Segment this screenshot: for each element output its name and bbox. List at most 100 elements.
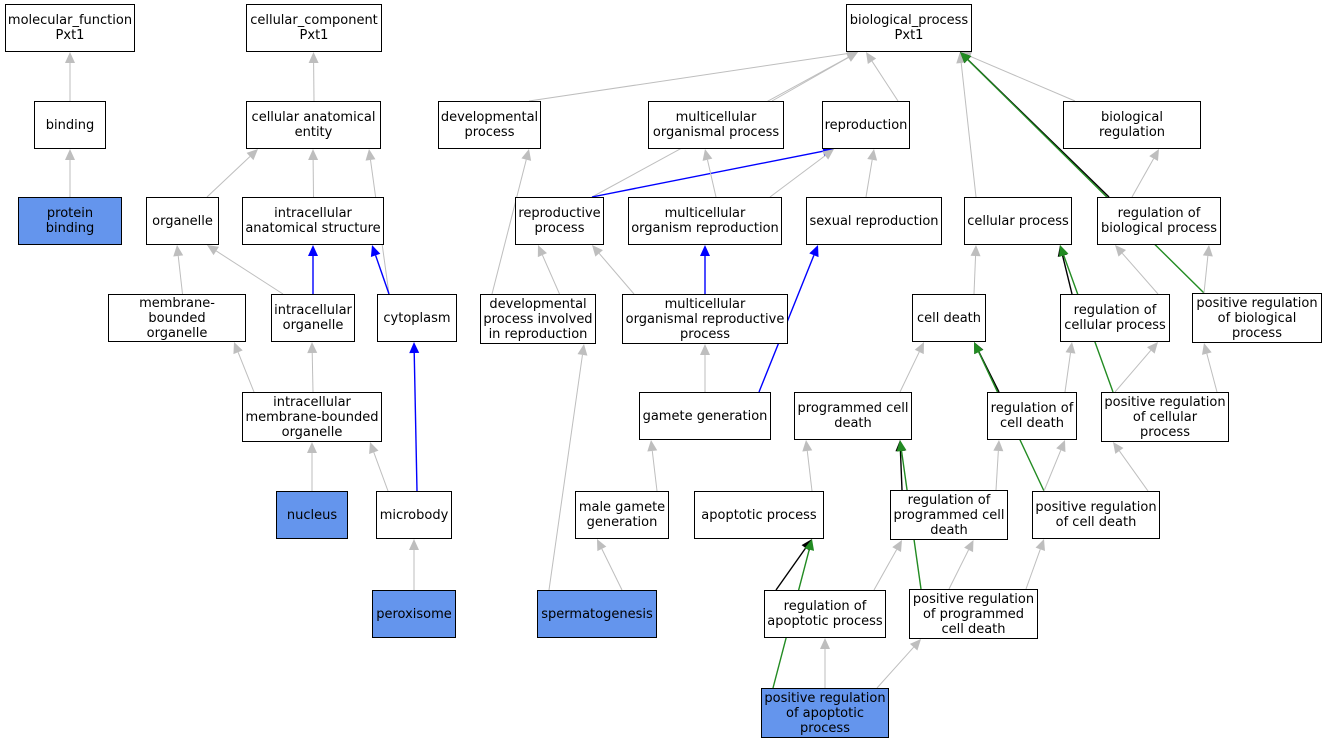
node-developmental-process[interactable]: developmental process	[438, 101, 541, 149]
edge-line	[237, 352, 255, 393]
edge-io-to-organelle	[207, 245, 284, 295]
node-multicellular-organismal-process[interactable]: multicellular organismal process	[648, 101, 784, 149]
node-programmed-cell-death[interactable]: programmed cell death	[794, 392, 912, 440]
edge-line	[601, 548, 623, 591]
edge-dev-to-bp	[528, 48, 858, 102]
edge-arrowhead	[370, 245, 381, 258]
edge-arrowhead	[1056, 440, 1066, 453]
edge-line	[177, 255, 183, 295]
edge-arrowhead	[409, 539, 419, 550]
node-positive-regulation-of-cell-death[interactable]: positive regulation of cell death	[1032, 491, 1160, 539]
node-molecular-function[interactable]: molecular_function Pxt1	[5, 4, 135, 52]
edge-cellproc-to-bp	[956, 52, 977, 198]
node-apoptotic-process[interactable]: apoptotic process	[694, 491, 824, 539]
edge-mbo-to-organelle	[173, 245, 184, 295]
node-cellular-process[interactable]: cellular process	[964, 197, 1072, 245]
node-cellular-anatomical-entity[interactable]: cellular anatomical entity	[246, 101, 381, 149]
edge-arrowhead	[65, 149, 75, 160]
edge-line	[1025, 549, 1041, 590]
edge-line	[967, 59, 1205, 294]
edge-arrowhead	[308, 245, 318, 256]
node-cell-death[interactable]: cell death	[912, 294, 986, 342]
edge-arrowhead	[537, 245, 547, 258]
edge-regbio-to-bioreg	[1131, 149, 1159, 198]
node-reproductive-process[interactable]: reproductive process	[515, 197, 604, 245]
edge-repproc-to-reproduction	[591, 146, 834, 198]
edge-line	[769, 155, 826, 198]
node-cytoplasm[interactable]: cytoplasm	[377, 294, 457, 342]
edge-arrowhead	[1059, 245, 1069, 258]
edge-line	[413, 352, 418, 492]
edge-arrowhead	[1115, 245, 1127, 257]
edge-arrowhead	[970, 245, 981, 257]
node-regulation-of-programmed-cell-death[interactable]: regulation of programmed cell death	[890, 490, 1008, 540]
edge-line	[491, 159, 527, 295]
node-organelle[interactable]: organelle	[146, 197, 219, 245]
edge-arrowhead	[647, 440, 658, 452]
edge-arrowhead	[409, 342, 420, 354]
edge-line	[871, 60, 899, 102]
edge-line	[775, 547, 807, 591]
node-developmental-process-involved-in-reproduction[interactable]: developmental process involved in reprod…	[480, 294, 596, 344]
edge-arrowhead	[246, 149, 258, 161]
edge-line	[995, 450, 999, 491]
edge-arrowhead	[233, 342, 243, 355]
edge-posregcell-to-posregbio	[1201, 343, 1218, 393]
node-biological-process[interactable]: biological_process Pxt1	[846, 4, 972, 52]
node-multicellular-organism-reproduction[interactable]: multicellular organism reproduction	[628, 197, 782, 245]
edge-posregcell-to-regcell	[1114, 342, 1158, 393]
node-intracellular-organelle[interactable]: intracellular organelle	[271, 294, 355, 342]
edge-line	[973, 255, 977, 295]
edge-arrowhead	[914, 342, 924, 355]
node-microbody[interactable]: microbody	[376, 491, 452, 539]
node-biological-regulation[interactable]: biological regulation	[1063, 101, 1201, 149]
edge-line	[206, 156, 251, 198]
node-regulation-of-cellular-process[interactable]: regulation of cellular process	[1060, 294, 1170, 342]
edge-imbo-to-io	[307, 342, 318, 393]
node-peroxisome[interactable]: peroxisome	[372, 590, 456, 638]
edge-imbo-to-mbo	[233, 342, 255, 393]
edge-arrowhead	[592, 245, 603, 257]
edge-posregbio-to-bp	[960, 52, 1205, 294]
edge-arrowhead	[1065, 342, 1076, 354]
node-male-gamete-generation[interactable]: male gamete generation	[575, 491, 669, 539]
node-regulation-of-cell-death[interactable]: regulation of cell death	[987, 392, 1077, 440]
edge-regpcd-to-regcd	[993, 440, 1004, 491]
edge-line	[948, 549, 970, 590]
node-positive-regulation-of-biological-process[interactable]: positive regulation of biological proces…	[1192, 293, 1322, 343]
node-regulation-of-biological-process[interactable]: regulation of biological process	[1097, 197, 1221, 245]
edge-microbody-to-imbo	[369, 442, 389, 492]
edge-gamete-to-morp	[700, 344, 710, 392]
node-nucleus[interactable]: nucleus	[276, 491, 348, 539]
edge-line	[373, 452, 389, 492]
node-multicellular-organismal-reproductive-process[interactable]: multicellular organismal reproductive pr…	[622, 294, 788, 344]
edge-arrowhead	[974, 342, 984, 355]
node-positive-regulation-of-programmed-cell-death[interactable]: positive regulation of programmed cell d…	[909, 589, 1038, 639]
node-gamete-generation[interactable]: gamete generation	[639, 392, 771, 440]
edge-posregbio-to-regbio	[1202, 245, 1213, 294]
node-reproduction[interactable]: reproduction	[822, 101, 910, 149]
node-spermatogenesis[interactable]: spermatogenesis	[537, 590, 657, 638]
edge-line	[1203, 255, 1209, 294]
edge-spermato-to-malegam	[597, 539, 623, 591]
node-cellular-component[interactable]: cellular_component Pxt1	[246, 4, 382, 52]
node-regulation-of-apoptotic-process[interactable]: regulation of apoptotic process	[764, 590, 886, 638]
edge-line	[960, 62, 977, 198]
edge-pcd-to-celldeath	[899, 342, 924, 393]
node-membrane-bounded-organelle[interactable]: membrane-bounded organelle	[108, 294, 246, 342]
edge-posregapop-to-regapop	[820, 638, 830, 688]
edge-reproduction-to-bp	[866, 52, 899, 102]
node-positive-regulation-of-apoptotic-process[interactable]: positive regulation of apoptotic process	[761, 688, 889, 738]
node-intracellular-anatomical-structure[interactable]: intracellular anatomical structure	[242, 197, 384, 245]
node-positive-regulation-of-cellular-process[interactable]: positive regulation of cellular process	[1101, 392, 1229, 442]
edge-line	[1118, 450, 1149, 492]
node-binding[interactable]: binding	[34, 101, 106, 149]
edge-arrowhead	[960, 52, 972, 64]
node-protein-binding[interactable]: protein binding	[18, 197, 122, 245]
edge-dpir-to-repproc	[537, 245, 560, 295]
node-intracellular-membrane-bounded-organelle[interactable]: intracellular membrane-bounded organelle	[242, 392, 382, 442]
edge-protein_binding-to-binding	[65, 149, 75, 197]
edge-line	[598, 253, 635, 295]
node-sexual-reproduction[interactable]: sexual reproduction	[806, 197, 942, 245]
